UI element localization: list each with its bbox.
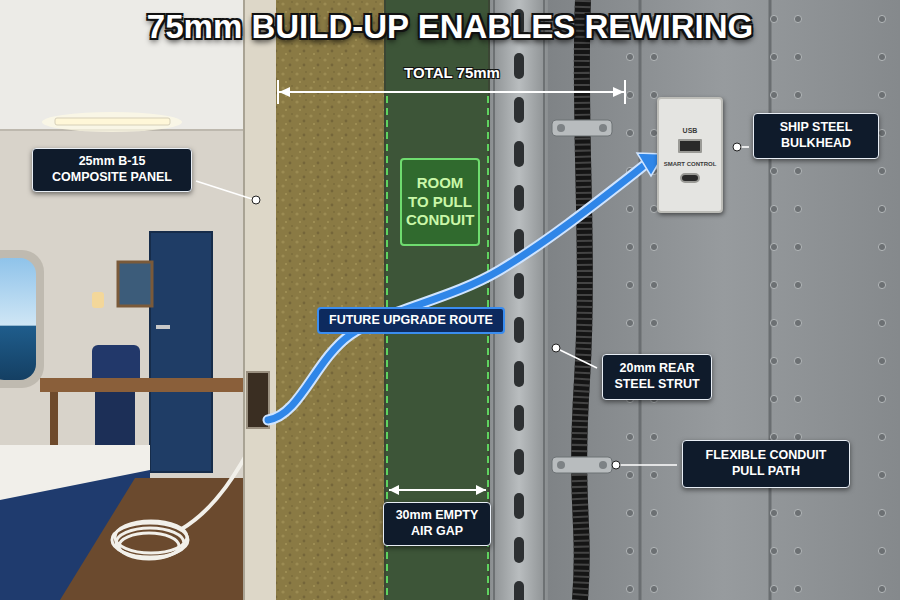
box-text: 20mm REAR STEEL STRUT: [611, 361, 703, 392]
conduit-clamp: [552, 120, 612, 136]
cable-coil: [112, 521, 188, 559]
leader-line: [612, 461, 677, 469]
route-arrow: [268, 164, 646, 420]
door-handle: [156, 325, 170, 329]
light-glow: [42, 112, 182, 132]
rivet-row: [648, 0, 660, 600]
strut-flange: [543, 0, 545, 600]
wall-outlet: USB SMART CONTROL: [657, 97, 723, 213]
box-text: 25mm B-15 COMPOSITE PANEL: [41, 154, 183, 185]
strut-flange: [493, 0, 495, 600]
cabin-door: [150, 232, 212, 472]
callout-box: FLEXIBLE CONDUIT PULL PATH: [682, 440, 850, 488]
conduit-clamp: [552, 457, 612, 473]
box-text: FUTURE UPGRADE ROUTE: [327, 313, 495, 328]
callout-box: 20mm REAR STEEL STRUT: [602, 354, 712, 400]
callout-box: 30mm EMPTY AIR GAP: [383, 502, 491, 546]
dimension-label: TOTAL 75mm: [404, 64, 500, 81]
desk-leg: [50, 392, 58, 452]
air-gap-highlight-box: ROOM TO PULL CONDUIT: [400, 158, 480, 246]
callout-box: SHIP STEEL BULKHEAD: [753, 113, 879, 159]
composite-panel: [244, 0, 276, 600]
flexible-conduit: [579, 0, 585, 600]
ceiling-light: [55, 118, 170, 125]
rivet-row: [768, 0, 780, 600]
route-arrow-outline: [268, 164, 646, 420]
usb-c-port: [680, 173, 700, 183]
steel-bulkhead: [548, 0, 900, 600]
wall-picture: [118, 262, 152, 306]
leader-line: [196, 181, 260, 204]
usb-a-port: [678, 139, 702, 153]
box-text: SHIP STEEL BULKHEAD: [762, 120, 870, 151]
box-text: FLEXIBLE CONDUIT PULL PATH: [691, 448, 841, 479]
conduit-ribs: [579, 0, 585, 600]
leader-line: [552, 344, 597, 368]
total-dimension: [278, 80, 625, 104]
box-text: SMART CONTROL: [663, 161, 717, 168]
box-text: 30mm EMPTY AIR GAP: [392, 508, 482, 539]
insulation: [276, 0, 384, 600]
bulkhead-seam: [639, 0, 642, 600]
title: 75mm BUILD-UP ENABLES REWIRING: [0, 8, 900, 46]
box-text: USB: [663, 127, 717, 135]
strut-slots: [490, 0, 548, 600]
panel-edge: [243, 0, 245, 600]
route-label: FUTURE UPGRADE ROUTE: [317, 307, 505, 334]
callout-box: 25mm B-15 COMPOSITE PANEL: [32, 148, 192, 192]
wall-lamp: [92, 292, 104, 308]
leader-line: [733, 143, 749, 151]
porthole-frame: [0, 250, 44, 388]
desk-top: [40, 378, 244, 392]
rivet-row: [792, 0, 804, 600]
rivet-row: [876, 0, 888, 600]
box-text: ROOM TO PULL CONDUIT: [406, 174, 474, 230]
gap-dimension: [389, 485, 486, 495]
steel-strut: [490, 0, 548, 600]
porthole-view: [0, 258, 36, 380]
rivet-row: [624, 0, 636, 600]
